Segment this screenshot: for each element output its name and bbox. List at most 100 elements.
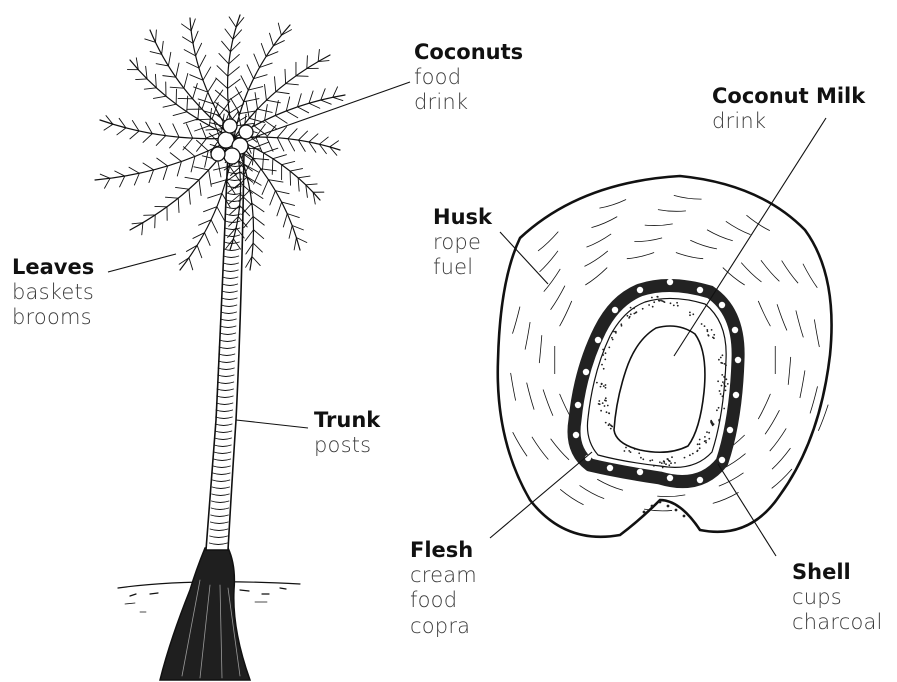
- leaflet: [253, 243, 262, 252]
- flesh-dot: [600, 386, 602, 388]
- flesh-dot: [723, 408, 725, 410]
- leaflet: [208, 193, 222, 198]
- coconuts-name: Coconuts: [414, 40, 523, 65]
- label-coconut-milk: Coconut Milk drink: [712, 84, 865, 134]
- leaflet: [246, 101, 249, 118]
- leaflet: [270, 191, 276, 205]
- leaflet: [286, 111, 298, 118]
- leaflet: [168, 52, 170, 66]
- flesh-dot: [640, 457, 642, 459]
- husk-use-1: rope: [433, 230, 492, 255]
- leaflet: [183, 147, 194, 157]
- coconuts-use-2: drink: [414, 90, 523, 115]
- leaflet: [265, 84, 267, 100]
- leaflet: [275, 101, 278, 116]
- leaflet: [199, 180, 201, 196]
- coconut-milk-use-1: drink: [712, 109, 865, 134]
- leaflet: [286, 97, 289, 111]
- flesh-dot: [670, 462, 672, 464]
- flesh-dot: [726, 378, 728, 380]
- leaflet: [247, 65, 253, 79]
- leaflet: [163, 104, 176, 107]
- flesh-dot: [725, 364, 727, 366]
- coconut-milk-name: Coconut Milk: [712, 84, 865, 109]
- flesh-dot: [663, 460, 665, 462]
- leaflet: [283, 214, 287, 227]
- label-trunk: Trunk posts: [314, 408, 380, 458]
- leaflet: [120, 176, 125, 187]
- flesh-dot: [604, 359, 606, 361]
- leaflet: [275, 77, 276, 92]
- leaflet: [193, 31, 198, 43]
- flesh-dot: [610, 424, 612, 426]
- leaflet: [153, 96, 166, 98]
- label-flesh: Flesh cream food copra: [410, 538, 477, 639]
- flesh-dot: [707, 330, 709, 332]
- flesh-dot: [689, 312, 691, 314]
- leaflet: [281, 30, 291, 36]
- flesh-use-1: cream: [410, 563, 477, 588]
- flesh-dot: [670, 302, 672, 304]
- leaflet: [258, 109, 273, 112]
- flesh-dot: [598, 400, 600, 402]
- leaflet: [309, 91, 313, 103]
- shell-bead: [637, 469, 643, 475]
- flesh-dot: [664, 301, 666, 303]
- leaflet: [272, 159, 273, 175]
- flesh-dot: [668, 464, 670, 466]
- husk-use-2: fuel: [433, 255, 492, 280]
- flesh-dot: [722, 381, 724, 383]
- leaflet: [278, 23, 281, 35]
- flesh-dot: [661, 462, 663, 464]
- leaflet: [307, 56, 308, 69]
- label-leaves: Leaves baskets brooms: [12, 255, 94, 331]
- leaflet: [177, 161, 181, 176]
- flesh-dot: [718, 359, 720, 361]
- leaflet: [203, 67, 211, 80]
- trunk-name: Trunk: [314, 408, 380, 433]
- flesh-dot: [666, 458, 668, 460]
- leaflet: [330, 141, 339, 147]
- flesh-dot: [724, 377, 726, 379]
- leaflet: [321, 100, 331, 104]
- leaflet: [264, 148, 278, 153]
- flesh-dot: [699, 447, 701, 449]
- leaflet: [261, 169, 276, 171]
- shell-use-1: cups: [792, 585, 883, 610]
- shell-bead: [727, 427, 733, 433]
- leaflet: [175, 187, 188, 189]
- leaflet: [143, 163, 154, 170]
- shell-bead: [733, 392, 739, 398]
- leaflet: [146, 122, 153, 133]
- leaflet: [309, 134, 318, 142]
- leaflet: [265, 105, 268, 121]
- flesh-dot: [604, 405, 606, 407]
- shell-bead: [735, 357, 741, 363]
- flesh-dot: [708, 432, 710, 434]
- flesh-dot: [651, 297, 653, 299]
- label-shell: Shell cups charcoal: [792, 560, 883, 636]
- flesh-dot: [673, 305, 675, 307]
- flesh-dot: [657, 296, 659, 298]
- leaflet: [288, 129, 297, 139]
- shell-bead: [573, 432, 579, 438]
- leaflet: [294, 238, 296, 250]
- leaflet: [191, 156, 195, 171]
- leaflet: [253, 216, 264, 225]
- leaflet: [186, 124, 192, 138]
- flesh-dot: [674, 462, 676, 464]
- flesh-dot: [727, 383, 729, 385]
- flesh-dot: [676, 302, 678, 304]
- trunk: [206, 150, 244, 550]
- flesh-dot: [725, 385, 727, 387]
- flesh-dot: [704, 440, 706, 442]
- flesh-dot: [720, 357, 722, 359]
- flesh-dot: [606, 411, 608, 413]
- leaflet: [228, 67, 240, 76]
- flesh-dot: [642, 308, 644, 310]
- flesh-dot: [613, 331, 615, 333]
- leaflet: [185, 177, 199, 179]
- flesh-dot: [708, 438, 710, 440]
- flesh-dot: [721, 385, 723, 387]
- leaflet: [134, 173, 139, 185]
